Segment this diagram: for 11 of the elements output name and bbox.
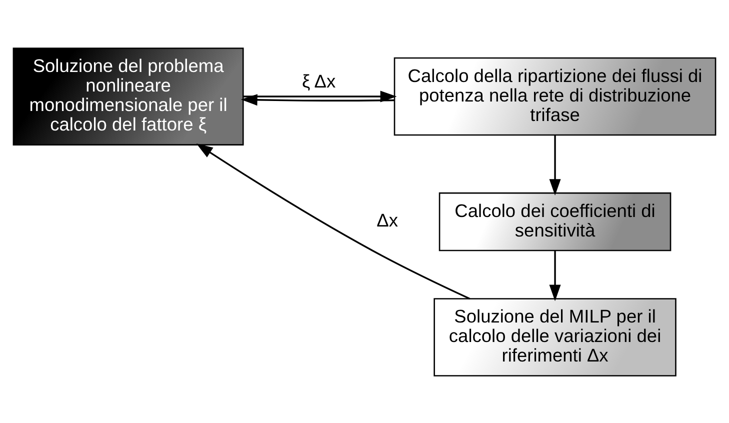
arrow bbox=[549, 250, 561, 301]
edge-label: Δx bbox=[376, 209, 398, 230]
arrow bbox=[240, 94, 394, 106]
node-box: Soluzione del MILP per il calcolo delle variazioni dei riferimenti Δx bbox=[434, 298, 676, 376]
edge-label: ξ Δx bbox=[302, 70, 336, 92]
arrow bbox=[196, 143, 470, 299]
node-box: Calcolo della ripartizione dei flussi di potenza nella rete di distribuzione trifase bbox=[394, 56, 716, 136]
arrow bbox=[549, 134, 561, 196]
node-box: Soluzione del problema nonlineare monodimensionale per il calcolo del fattore ξ bbox=[12, 47, 244, 145]
arrow bbox=[243, 90, 397, 102]
node-box: Calcolo dei coefficienti di sensitività bbox=[438, 192, 672, 251]
